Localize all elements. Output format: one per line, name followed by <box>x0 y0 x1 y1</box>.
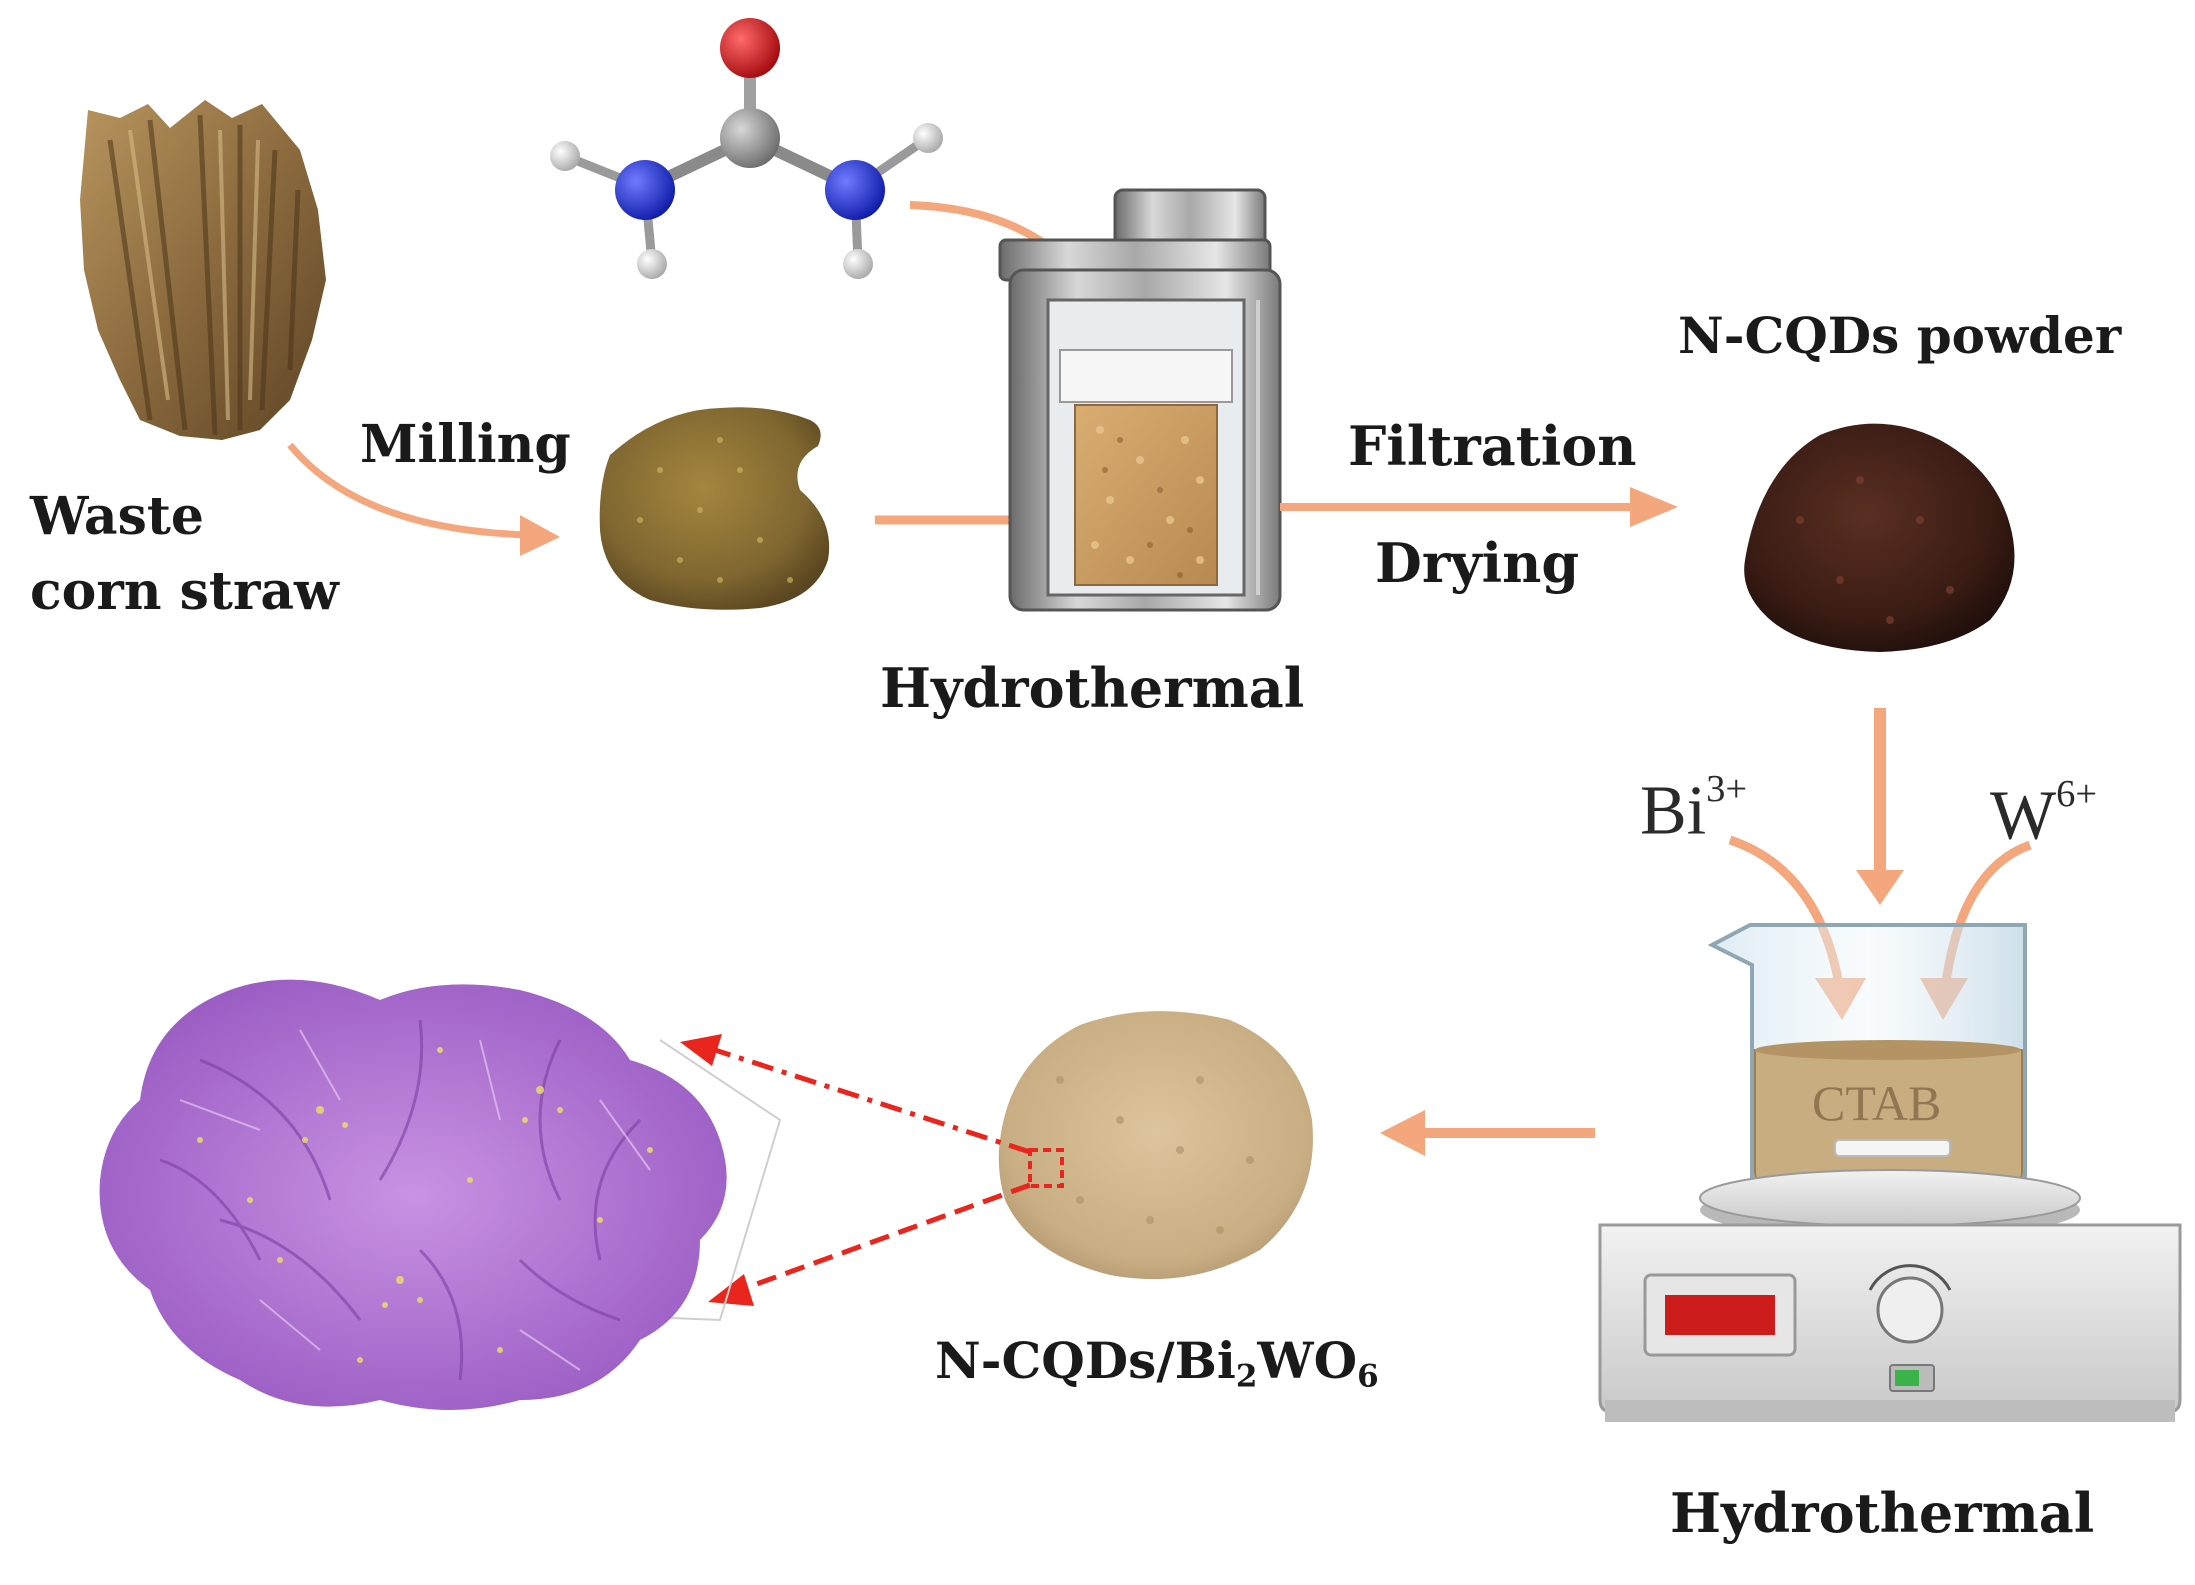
label-ctab: CTAB <box>1812 1075 1942 1131</box>
label-waste: Waste <box>30 486 204 547</box>
milling-arrow <box>287 442 531 539</box>
label-corn-straw: corn straw <box>30 561 339 622</box>
power-switch <box>1895 1370 1919 1386</box>
label-product: N-CQDs/Bi2WO6 <box>935 1331 1379 1395</box>
label-filtration: Filtration <box>1348 414 1637 478</box>
beaker-to-product-arrowhead <box>1380 1110 1425 1156</box>
flower-microsphere-image <box>99 979 727 1410</box>
milling-arrowhead <box>520 515 560 556</box>
hotplate-display <box>1665 1295 1775 1335</box>
nitrogen-atom-left <box>615 160 675 220</box>
label-hydrothermal-bottom: Hydrothermal <box>1670 1481 2095 1545</box>
label-hydrothermal-top: Hydrothermal <box>880 656 1305 720</box>
hotplate-stirrer-icon <box>1598 1169 2182 1422</box>
milled-powder-image <box>599 407 830 610</box>
w-charge: 6+ <box>2056 773 2098 815</box>
zoom-arrowhead-lower <box>708 1274 754 1306</box>
carbon-atom <box>720 108 780 168</box>
label-w-ion: W6+ <box>1990 773 2098 855</box>
product-powder-image <box>998 1011 1313 1280</box>
bi-charge: 3+ <box>1706 768 1748 810</box>
filtration-arrowhead <box>1630 487 1678 527</box>
zoom-box <box>1028 1148 1064 1188</box>
corn-straw-image <box>80 100 326 440</box>
label-ncqds-powder: N-CQDs powder <box>1678 306 2122 365</box>
beaker-icon <box>1707 923 2027 1194</box>
label-bi-ion: Bi3+ <box>1640 768 1748 850</box>
urea-molecule-icon <box>550 18 943 279</box>
zoom-arrow-upper <box>714 1047 1031 1155</box>
label-milling: Milling <box>360 414 571 475</box>
hydrothermal-reactor-icon <box>998 188 1282 612</box>
stirrer-knob <box>1876 1276 1944 1344</box>
zoom-arrowhead-upper <box>680 1034 722 1066</box>
down-arrowhead <box>1856 870 1904 905</box>
oxygen-atom <box>720 18 780 78</box>
ncqds-powder-image <box>1744 423 2015 652</box>
zoom-arrow-lower <box>739 1182 1031 1293</box>
nitrogen-atom-right <box>825 160 885 220</box>
label-drying: Drying <box>1375 531 1580 595</box>
stir-bar <box>1834 1139 1951 1157</box>
